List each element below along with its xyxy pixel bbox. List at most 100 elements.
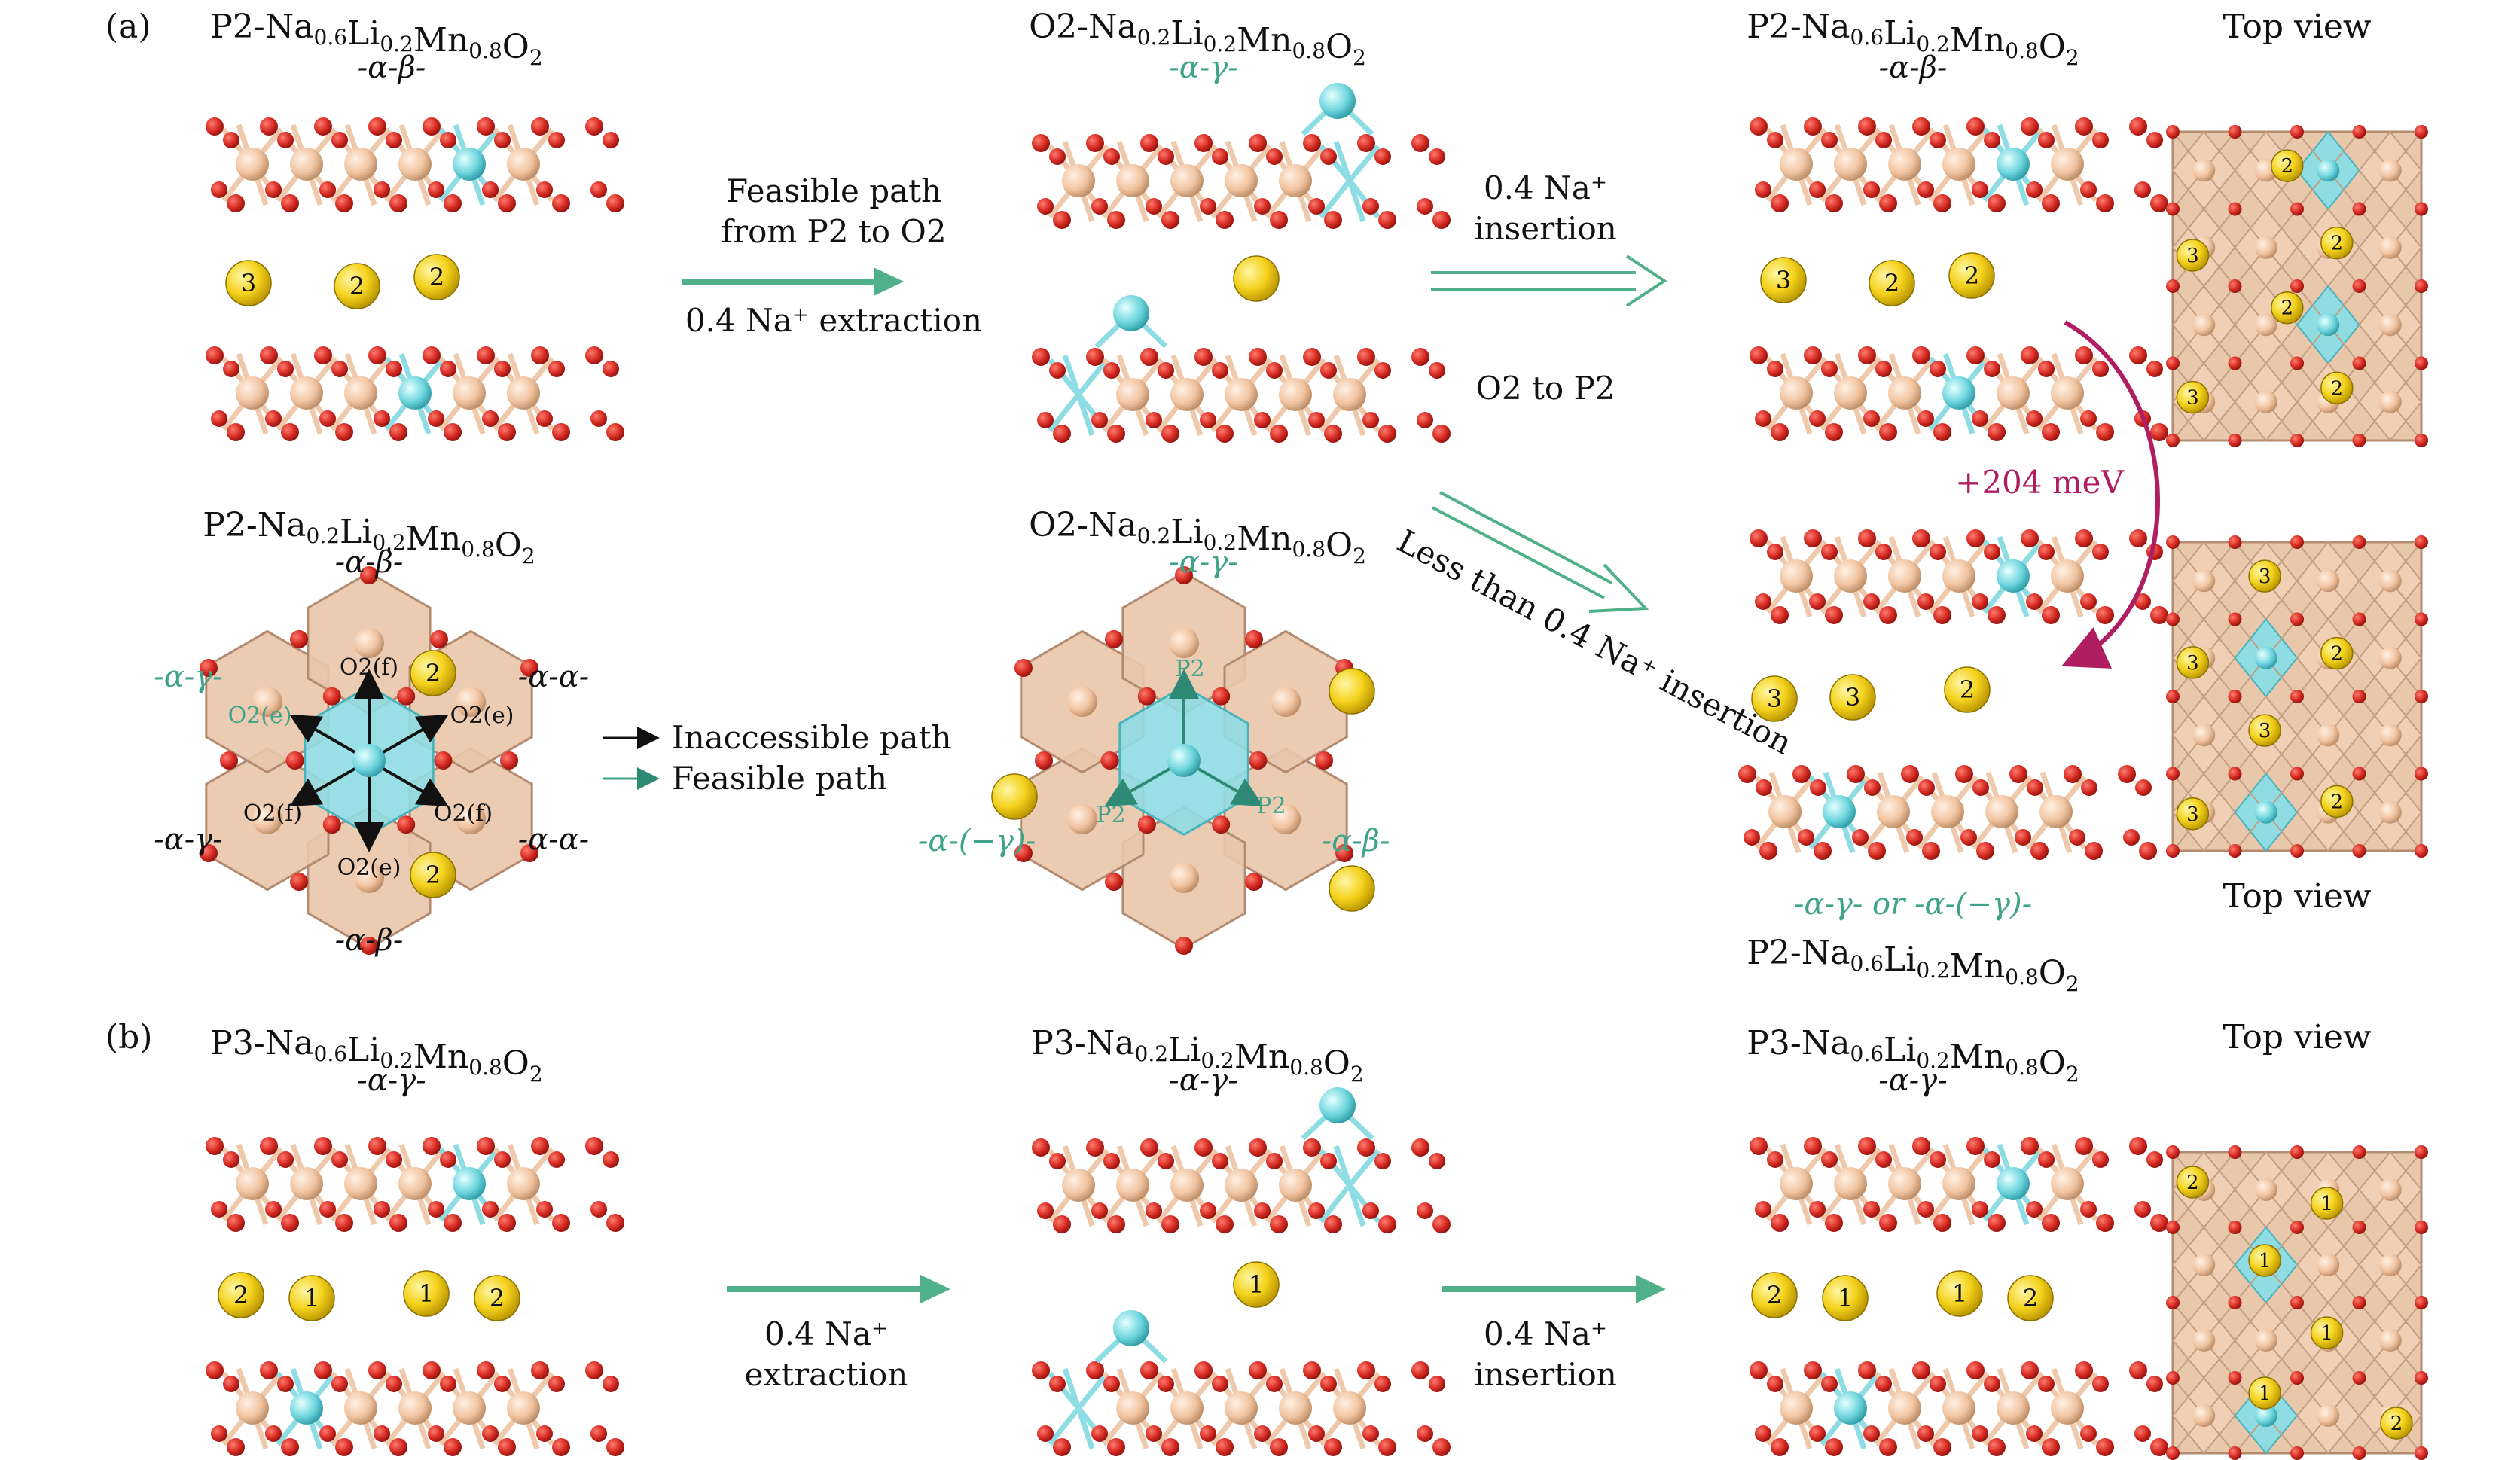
oxygen-atom — [374, 1425, 390, 1442]
oxygen-atom — [2134, 1201, 2151, 1218]
manganese-atom — [1116, 1169, 1149, 1202]
oxygen-atom — [2075, 529, 2093, 547]
oxygen-atom — [1432, 211, 1451, 229]
oxygen-atom — [428, 1425, 444, 1442]
manganese-atom — [456, 687, 487, 717]
oxygen-atom — [1315, 751, 1333, 770]
oxygen-atom — [1955, 765, 1973, 783]
stacking-label: -α-β- — [1322, 824, 1390, 858]
oxygen-atom — [1161, 211, 1179, 229]
lithium-atom — [2317, 159, 2340, 182]
oxide-layer — [1750, 1361, 2168, 1456]
oxygen-atom — [477, 117, 495, 136]
oxygen-atom — [1972, 1425, 1988, 1442]
lithium-atom — [453, 1167, 486, 1200]
sodium-ion — [2248, 1376, 2281, 1410]
oxygen-atom — [1216, 1215, 1234, 1233]
oxygen-atom — [360, 566, 378, 584]
oxygen-atom — [1049, 148, 1066, 165]
oxygen-atom — [498, 1438, 516, 1456]
oxygen-atom — [1879, 606, 1897, 624]
oxygen-atom — [335, 1438, 353, 1456]
oxygen-atom — [1091, 412, 1108, 428]
oxygen-atom — [1032, 1138, 1050, 1157]
manganese-atom — [1066, 687, 1097, 717]
oxygen-atom — [1432, 1215, 1451, 1233]
oxygen-atom — [1984, 1376, 2000, 1392]
sodium-site-number: 2 — [429, 263, 444, 291]
oxygen-atom — [2096, 194, 2114, 212]
oxygen-atom — [1103, 362, 1120, 379]
oxygen-atom — [2092, 544, 2109, 560]
oxygen-atom — [1158, 1376, 1174, 1392]
oxygen-atom — [1858, 1361, 1876, 1379]
manganese-atom — [354, 863, 384, 893]
oxygen-atom — [1863, 1425, 1880, 1442]
oxygen-atom — [2075, 346, 2093, 364]
oxygen-atom — [1972, 1201, 1988, 1218]
oxygen-atom — [1303, 1361, 1321, 1379]
oxygen-atom — [331, 361, 348, 377]
oxygen-atom — [2352, 1221, 2366, 1234]
oxygen-atom — [2139, 842, 2157, 860]
oxygen-atom — [1158, 1153, 1174, 1169]
formula-title: P3-Na0.6Li0.2Mn0.8O2 — [1747, 1024, 2079, 1087]
oxygen-atom — [531, 117, 549, 136]
oxygen-atom — [1809, 1425, 1826, 1442]
oxygen-atom — [2415, 125, 2428, 139]
legend-inaccessible: Inaccessible path — [672, 719, 952, 756]
oxygen-atom — [1767, 132, 1783, 148]
oxygen-atom — [1875, 1376, 1892, 1392]
oxygen-atom — [2134, 1425, 2151, 1442]
manganese-atom — [2378, 569, 2402, 593]
sodium-ion — [1829, 674, 1876, 721]
oxygen-atom — [1825, 194, 1843, 212]
oxygen-atom — [199, 659, 218, 677]
oxygen-atom — [2166, 612, 2180, 626]
oxygen-atom — [1320, 1153, 1337, 1169]
oxygen-atom — [1086, 134, 1104, 152]
oxygen-atom — [548, 1376, 565, 1392]
manganese-atom — [1888, 559, 1921, 593]
oxygen-atom — [1930, 1151, 1946, 1168]
oxygen-atom — [2150, 423, 2168, 441]
oxygen-atom — [1146, 1425, 1162, 1442]
oxygen-atom — [1032, 348, 1050, 366]
oxygen-atom — [428, 1201, 444, 1218]
formula-title: P2-Na0.6Li0.2Mn0.8O2 — [1747, 934, 2079, 996]
oxygen-atom — [1771, 1438, 1789, 1456]
oxygen-atom — [590, 1201, 607, 1218]
oxygen-atom — [1864, 779, 1881, 796]
oxygen-atom — [2166, 434, 2180, 447]
oxygen-atom — [1429, 362, 1445, 379]
manganese-atom — [1780, 376, 1813, 410]
oxygen-atom — [2352, 690, 2366, 703]
oxygen-atom — [2038, 361, 2055, 377]
oxygen-atom — [1821, 361, 1838, 377]
oxygen-atom — [1200, 1425, 1216, 1442]
oxide-layer — [1032, 1087, 1451, 1233]
oxygen-atom — [536, 1201, 553, 1218]
oxygen-atom — [2228, 844, 2242, 858]
oxygen-atom — [2075, 117, 2093, 136]
sodium-site-number: 3 — [1845, 683, 1860, 712]
oxide-layer — [1750, 529, 2168, 624]
sodium-ion — [288, 1275, 335, 1321]
manganese-atom — [2192, 1404, 2216, 1427]
sodium-ion — [2320, 636, 2354, 670]
oxygen-atom — [1972, 593, 1988, 610]
oxygen-atom — [423, 1137, 441, 1155]
oxygen-atom — [319, 1425, 336, 1442]
manganese-atom — [344, 1167, 377, 1200]
sodium-site-number: 3 — [241, 269, 256, 297]
oxygen-atom — [1966, 1361, 1985, 1379]
sodium-site-number: 2 — [426, 861, 441, 889]
manganese-atom — [2192, 159, 2216, 182]
oxygen-atom — [1091, 198, 1108, 215]
oxygen-atom — [2042, 1438, 2060, 1456]
manganese-atom — [1834, 559, 1867, 593]
site-label-o2e-bottom: O2(e) — [337, 855, 401, 881]
oxygen-atom — [2081, 779, 2097, 796]
oxygen-atom — [536, 1425, 553, 1442]
